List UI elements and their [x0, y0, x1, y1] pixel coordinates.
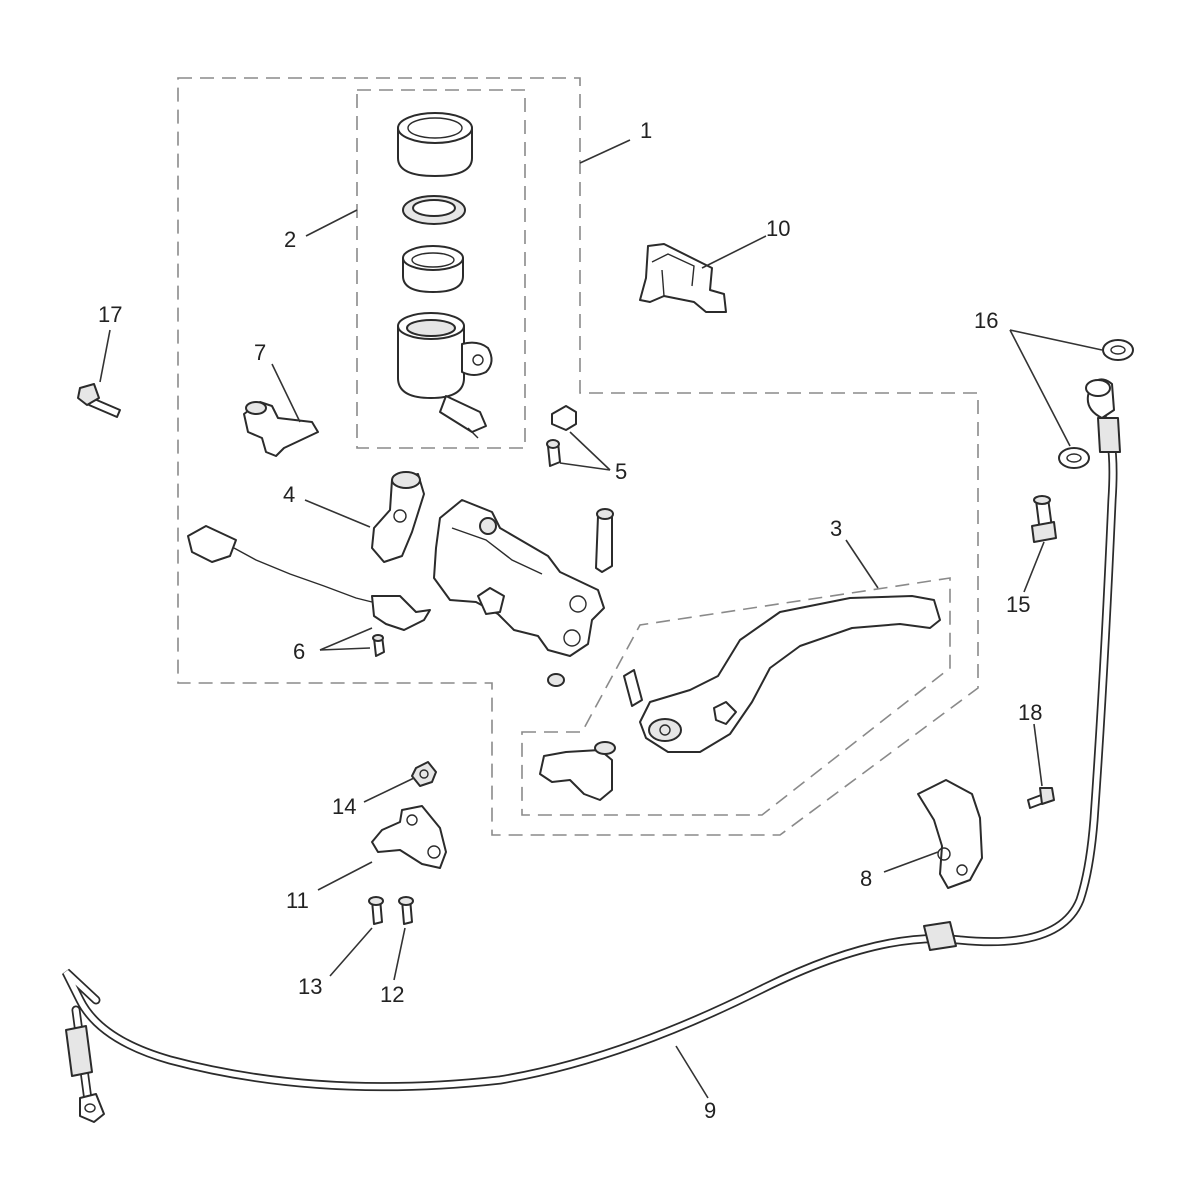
callout-15: 15	[1006, 592, 1030, 617]
lever-adjuster-block	[539, 741, 616, 801]
callout-14: 14	[332, 794, 356, 819]
leader-16b	[1009, 329, 1071, 447]
leader-10	[701, 235, 767, 269]
switch-bracket	[639, 243, 727, 313]
brake-hose	[61, 378, 1121, 1123]
callout-13: 13	[298, 974, 322, 999]
leader-7	[271, 363, 301, 423]
leader-5a	[569, 431, 611, 471]
callout-labels: 1 2 3 4 5 6 7 8 9 10 11 12 13 14 15 16 1…	[98, 118, 1042, 1123]
callout-5: 5	[615, 459, 627, 484]
callout-12: 12	[380, 982, 404, 1007]
leader-lines	[99, 139, 1103, 1099]
mirror-bracket	[371, 805, 447, 869]
assembly-3-boundary	[521, 577, 951, 816]
leader-2	[305, 209, 358, 237]
callout-2: 2	[284, 227, 296, 252]
brake-lever	[639, 595, 941, 753]
handlebar-clamp	[371, 471, 425, 563]
leader-13	[329, 927, 373, 977]
leader-6a	[319, 627, 373, 651]
leader-8	[883, 851, 939, 873]
callout-17: 17	[98, 302, 122, 327]
callout-4: 4	[283, 482, 295, 507]
reservoir-gasket	[402, 195, 466, 225]
callout-10: 10	[766, 216, 790, 241]
callout-8: 8	[860, 866, 872, 891]
screw-13	[368, 896, 384, 925]
callout-6: 6	[293, 639, 305, 664]
callout-16: 16	[974, 308, 998, 333]
leader-18	[1033, 723, 1043, 787]
bolt-17	[77, 383, 121, 418]
leader-16a	[1009, 329, 1103, 351]
leader-15	[1023, 541, 1045, 593]
leader-17	[99, 329, 111, 383]
leader-14	[363, 777, 415, 803]
leader-11	[317, 861, 373, 891]
brake-light-switch	[187, 525, 431, 657]
leader-5b	[559, 462, 611, 471]
callout-11: 11	[286, 888, 309, 913]
callout-7: 7	[254, 340, 266, 365]
banjo-bolt	[1031, 495, 1057, 543]
callout-18: 18	[1018, 700, 1042, 725]
leader-4	[304, 499, 371, 528]
callout-1: 1	[640, 118, 652, 143]
leader-3	[845, 539, 879, 589]
lever-switch	[243, 401, 319, 457]
callout-9: 9	[704, 1098, 716, 1123]
lever-pivot-nut	[547, 669, 643, 707]
reservoir-body	[397, 312, 493, 439]
leader-12	[393, 927, 406, 981]
bolt-18	[1027, 787, 1055, 809]
leader-1	[579, 139, 631, 164]
master-cylinder-body	[433, 499, 614, 657]
leader-6b	[319, 647, 371, 651]
reservoir-assembly	[397, 112, 493, 439]
assembly-1-boundary	[177, 77, 979, 836]
pivot-bolts	[546, 405, 577, 467]
callout-3: 3	[830, 516, 842, 541]
reservoir-cap	[397, 112, 473, 177]
leader-9	[675, 1045, 709, 1099]
screw-12	[398, 896, 414, 925]
sealing-washers	[1058, 339, 1134, 469]
reservoir-diaphragm	[402, 245, 464, 293]
nut-14	[411, 761, 437, 787]
hose-bracket	[917, 779, 983, 889]
